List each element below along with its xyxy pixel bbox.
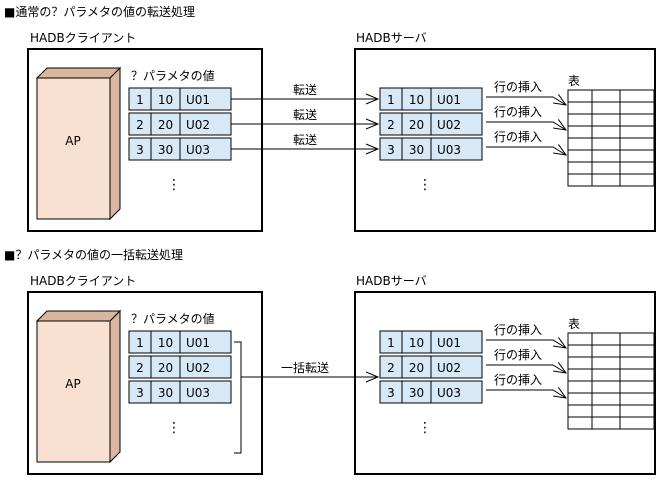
param-caption: ？パラメタの値 [131, 68, 215, 83]
insert-label: 行の挿入 [494, 105, 542, 119]
cell-no: 3 [387, 143, 395, 157]
cell-value: 10 [158, 336, 173, 350]
result-table [567, 332, 655, 430]
cell-no: 1 [136, 336, 144, 350]
insert-label: 行の挿入 [494, 130, 542, 144]
transfer-label: 転送 [293, 82, 317, 97]
ap-block: AP [35, 66, 122, 221]
transfer-label: 転送 [293, 132, 317, 147]
cell-no: 1 [136, 93, 144, 107]
cell-value: 30 [158, 386, 173, 400]
section-1: ■通常の？パラメタの値の転送処理 HADBクライアント HADBサーバ AP ？パラメタ… [4, 4, 656, 232]
cell-user: U03 [186, 386, 210, 400]
server-box [354, 291, 656, 475]
ellipsis: ⋮ [167, 420, 181, 436]
ap-label: AP [65, 134, 80, 148]
cell-value: 10 [158, 93, 173, 107]
cell-value: 10 [409, 93, 424, 107]
client-param-grid: 1 10 U01 2 20 U02 3 30 U03 ⋮ [128, 330, 232, 436]
server-param-grid: 1 10 U01 2 20 U02 3 30 U03 ⋮ [379, 330, 483, 436]
cell-user: U01 [186, 93, 210, 107]
cell-user: U01 [186, 336, 210, 350]
section-title: ■通常の？パラメタの値の転送処理 [4, 4, 195, 19]
cell-user: U01 [437, 93, 461, 107]
cell-value: 30 [409, 386, 424, 400]
cell-no: 1 [387, 93, 395, 107]
result-table [567, 89, 655, 187]
cell-user: U02 [186, 361, 210, 375]
cell-user: U02 [437, 118, 461, 132]
bulk-bracket [234, 341, 242, 454]
cell-value: 20 [409, 361, 424, 375]
cell-value: 30 [409, 143, 424, 157]
cell-no: 2 [136, 361, 144, 375]
cell-no: 3 [136, 143, 144, 157]
client-box [27, 48, 263, 232]
cell-user: U03 [186, 143, 210, 157]
ap-block: AP [35, 309, 122, 464]
cell-value: 20 [158, 361, 173, 375]
ap-label: AP [65, 377, 80, 391]
insert-arrow [486, 147, 566, 155]
cell-value: 20 [409, 118, 424, 132]
cell-user: U01 [437, 336, 461, 350]
cell-value: 30 [158, 143, 173, 157]
transfer-label: 転送 [293, 107, 317, 122]
insert-arrow [486, 365, 566, 373]
insert-label: 行の挿入 [494, 348, 542, 362]
insert-arrow [486, 97, 566, 105]
server-param-grid: 1 10 U01 2 20 U02 3 30 U03 ⋮ [379, 87, 483, 193]
client-label: HADBクライアント [30, 274, 136, 288]
server-label: HADBサーバ [356, 274, 427, 288]
cell-user: U03 [437, 386, 461, 400]
cell-no: 3 [136, 386, 144, 400]
section-2: ■？パラメタの値の一括転送処理 HADBクライアント HADBサーバ AP ？パラメタの… [4, 247, 656, 475]
client-param-grid: 1 10 U01 2 20 U02 3 30 U03 ⋮ [128, 87, 232, 193]
cell-user: U03 [437, 143, 461, 157]
client-label: HADBクライアント [30, 31, 136, 45]
ellipsis: ⋮ [167, 177, 181, 193]
cell-value: 10 [409, 336, 424, 350]
section-title: ■？パラメタの値の一括転送処理 [4, 247, 183, 262]
cell-no: 1 [387, 336, 395, 350]
insert-label: 行の挿入 [494, 323, 542, 337]
table-label: 表 [568, 317, 580, 331]
cell-no: 2 [387, 361, 395, 375]
param-caption: ？パラメタの値 [131, 311, 215, 326]
insert-label: 行の挿入 [494, 80, 542, 94]
cell-no: 3 [387, 386, 395, 400]
insert-arrow [486, 122, 566, 130]
server-label: HADBサーバ [356, 31, 427, 45]
cell-no: 2 [387, 118, 395, 132]
transfer-label: 一括転送 [281, 360, 329, 375]
insert-label: 行の挿入 [494, 373, 542, 387]
cell-user: U02 [186, 118, 210, 132]
ellipsis: ⋮ [418, 420, 432, 436]
insert-arrow [486, 390, 566, 398]
cell-no: 2 [136, 118, 144, 132]
server-box [354, 48, 656, 232]
insert-arrow [486, 340, 566, 348]
cell-value: 20 [158, 118, 173, 132]
cell-user: U02 [437, 361, 461, 375]
table-label: 表 [568, 74, 580, 88]
client-box [27, 291, 263, 475]
ellipsis: ⋮ [418, 177, 432, 193]
